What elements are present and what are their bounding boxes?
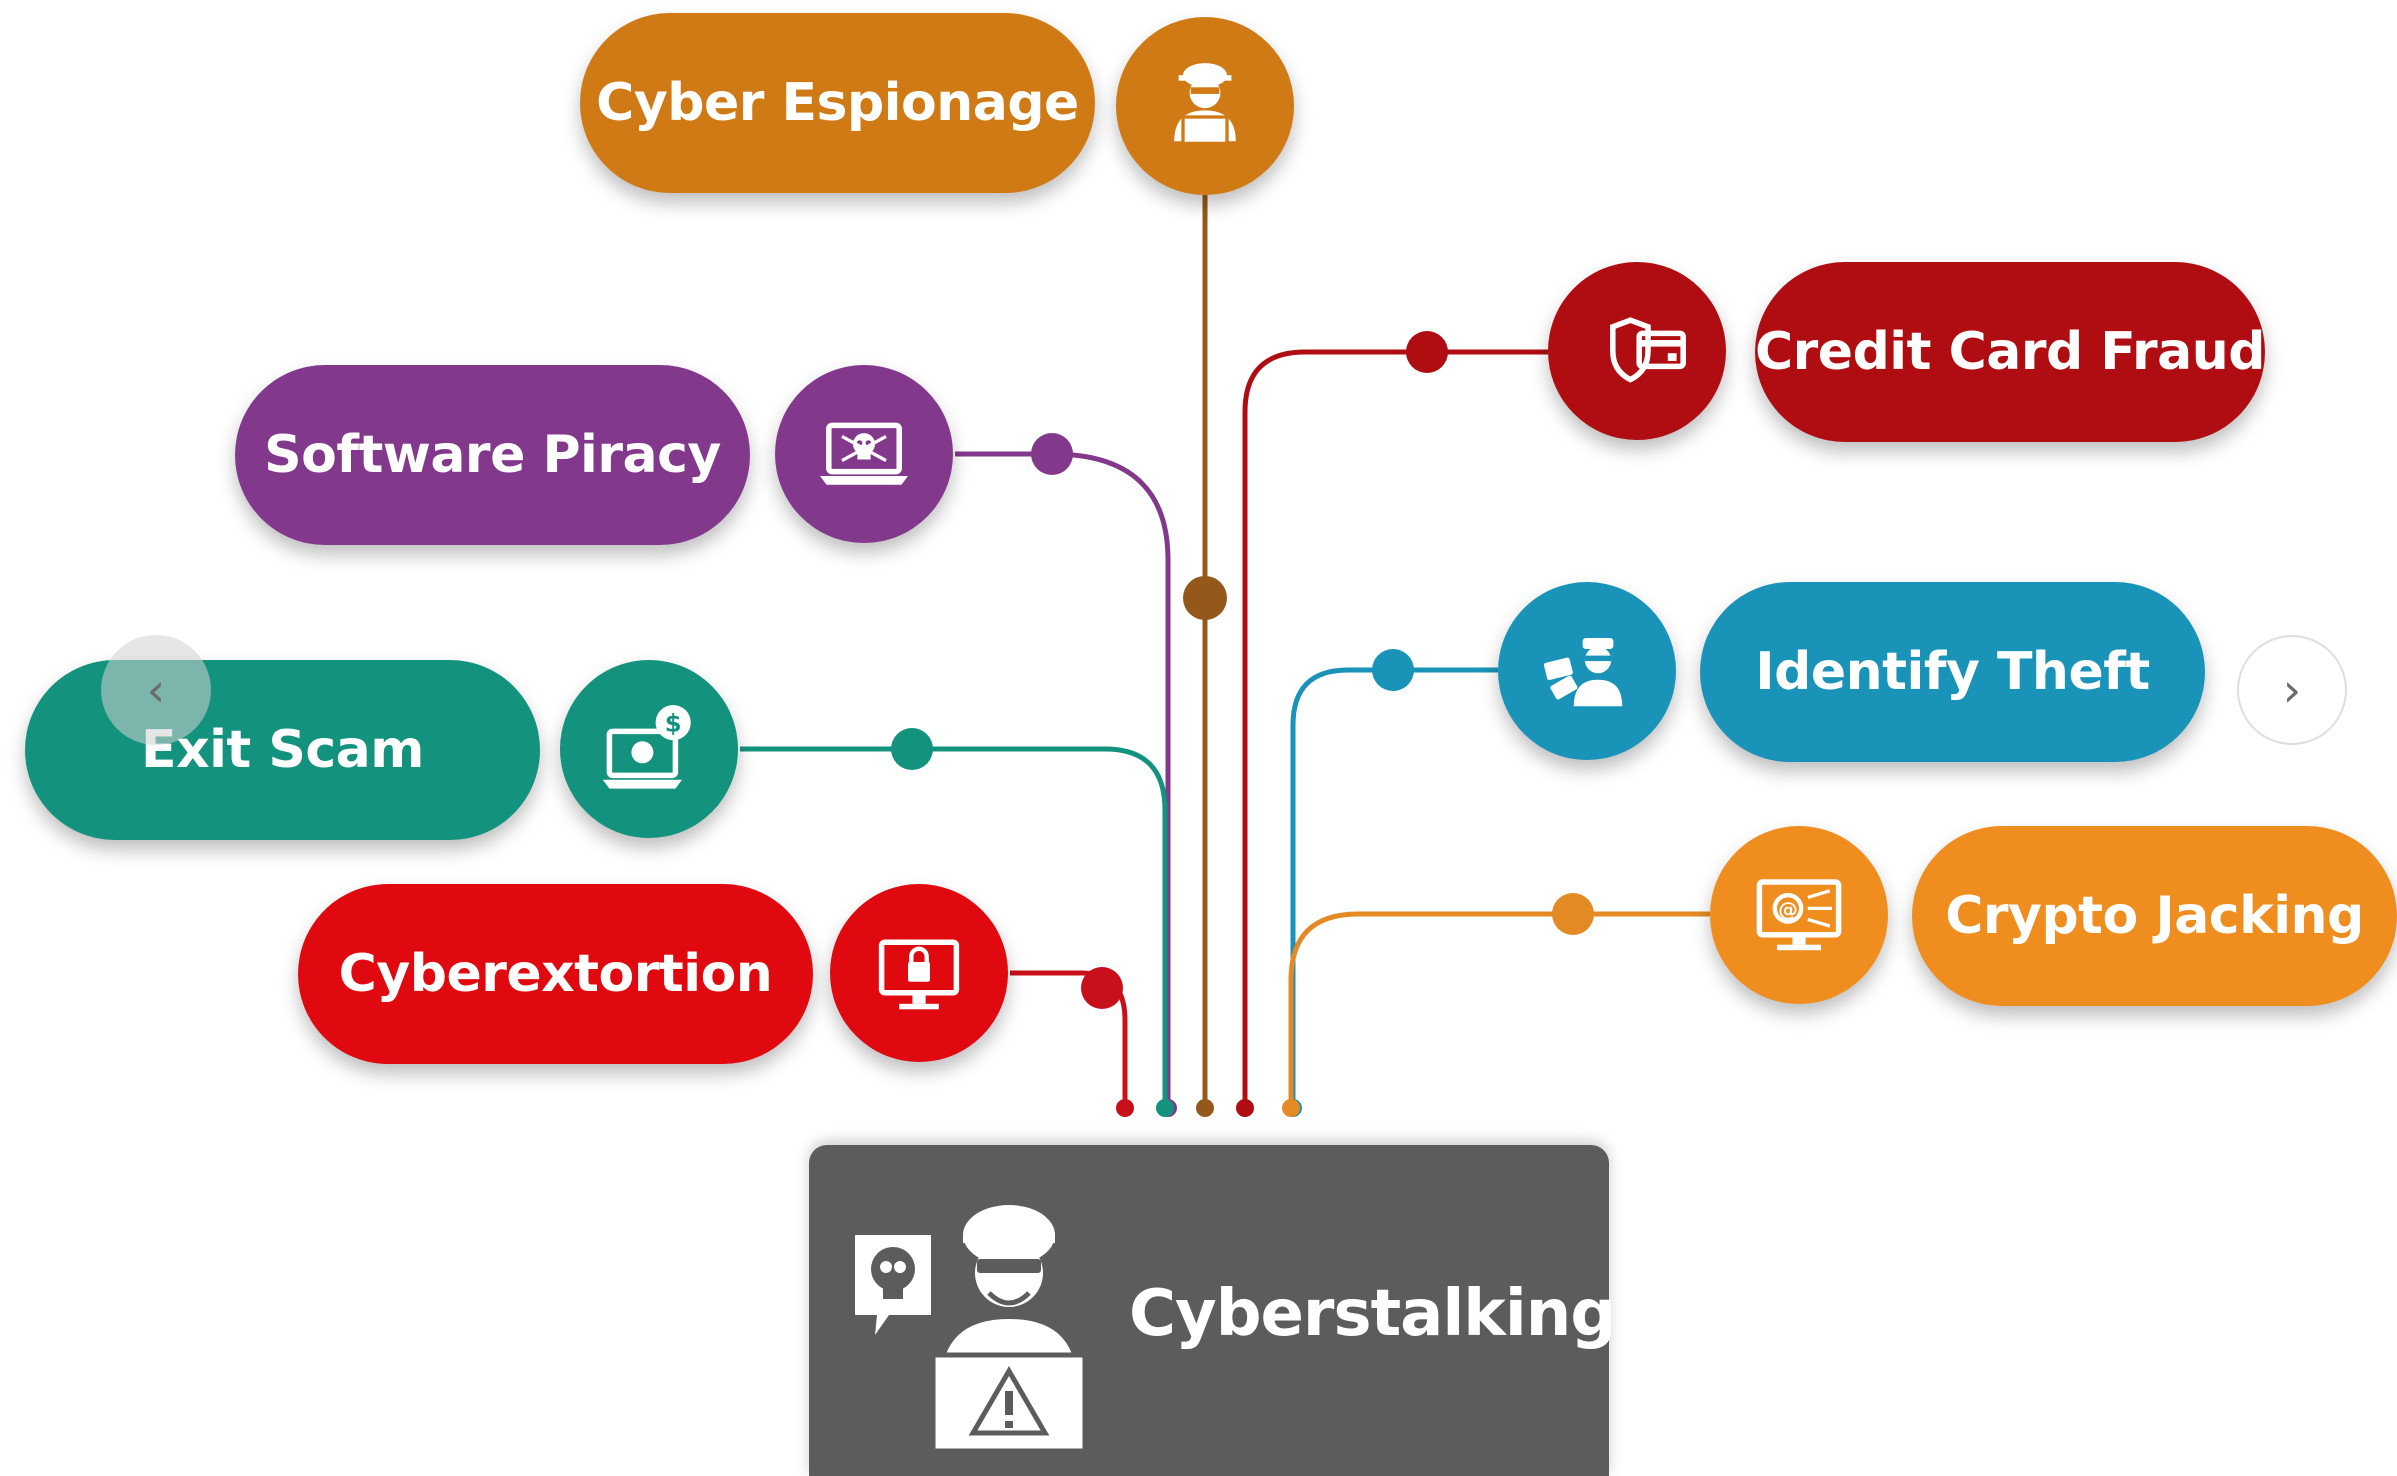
cyberstalking-box: Cyberstalking — [809, 1145, 1616, 1476]
crypto-jacking-label: Crypto Jacking — [1945, 886, 2364, 946]
software-piracy-pill: Software Piracy — [235, 365, 750, 545]
shield-card-icon — [1548, 262, 1726, 440]
next-slide-button[interactable]: › — [2237, 635, 2347, 745]
hacker-laptop-icon — [1116, 17, 1294, 195]
at-sign-monitor-icon: @ — [1710, 826, 1888, 1004]
identify-theft-pill: Identify Theft — [1700, 582, 2205, 762]
cyberextortion-pill: Cyberextortion — [298, 884, 813, 1064]
cyber-espionage-label: Cyber Espionage — [596, 73, 1079, 133]
svg-text:$: $ — [665, 709, 682, 737]
previous-slide-button[interactable]: ‹ — [101, 635, 211, 745]
cyber-espionage-pill: Cyber Espionage — [580, 13, 1095, 193]
exit-scam-pill: Exit Scam — [25, 660, 540, 840]
money-laptop-icon: $ — [560, 660, 738, 838]
credit-card-fraud-pill: Credit Card Fraud — [1755, 262, 2265, 442]
thief-id-icon — [1498, 582, 1676, 760]
cyberextortion-label: Cyberextortion — [338, 944, 773, 1004]
hacker-skull-warning-icon — [855, 1205, 1088, 1454]
cyberstalking-label: Cyberstalking — [1129, 1277, 1616, 1351]
credit-card-fraud-label: Credit Card Fraud — [1755, 322, 2265, 382]
locked-monitor-icon — [830, 884, 1008, 1062]
skull-laptop-icon — [775, 365, 953, 543]
chevron-right-icon: › — [2282, 663, 2302, 717]
identify-theft-label: Identify Theft — [1755, 642, 2150, 702]
chevron-left-icon: ‹ — [146, 663, 166, 717]
svg-text:@: @ — [1778, 898, 1798, 921]
crypto-jacking-pill: Crypto Jacking — [1912, 826, 2397, 1006]
software-piracy-label: Software Piracy — [264, 425, 721, 485]
